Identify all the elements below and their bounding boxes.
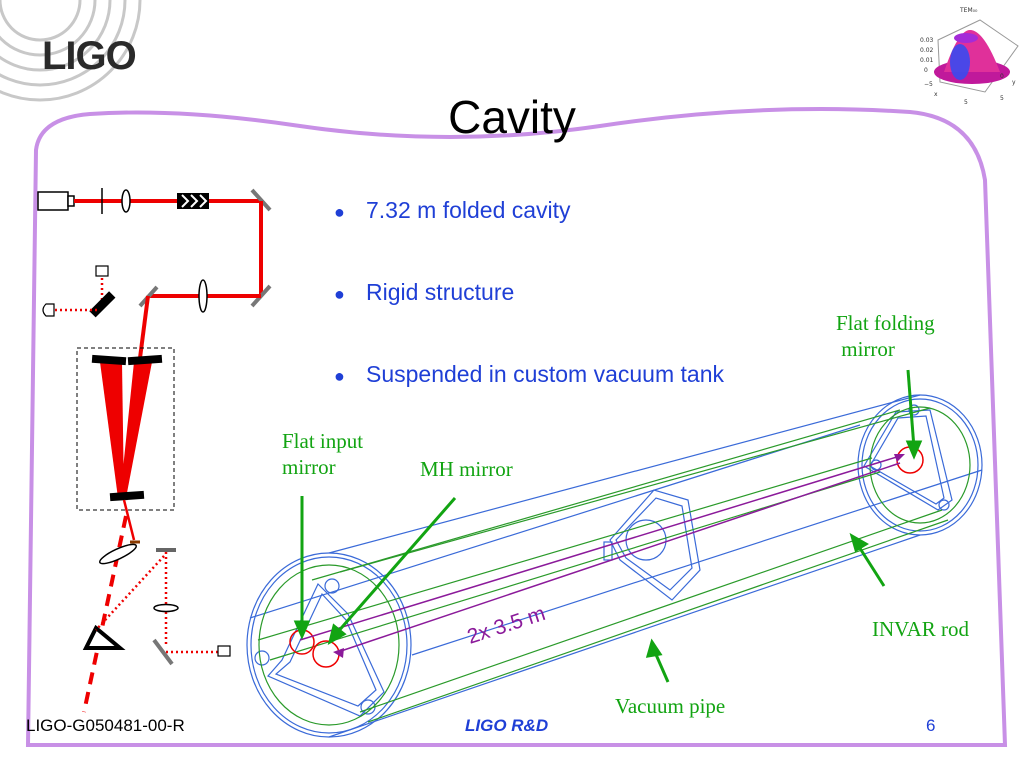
bullet-dot-icon: ●: [334, 284, 345, 304]
svg-text:0: 0: [924, 67, 928, 74]
label-flat-folding-mirror: Flat folding mirror: [836, 311, 935, 361]
label-invar-rod: INVAR rod: [872, 617, 970, 641]
label-vacuum-pipe: Vacuum pipe: [615, 694, 726, 718]
ligo-logo: LIGO: [42, 34, 137, 78]
svg-text:0.03: 0.03: [920, 37, 934, 44]
svg-text:5: 5: [1000, 95, 1004, 102]
optical-schematic: [37, 188, 272, 713]
cavity-length-label: 2x 3.5 m: [464, 602, 548, 649]
label-mh-mirror: MH mirror: [420, 457, 513, 481]
bullet-dot-icon: ●: [334, 202, 345, 222]
bullet-dot-icon: ●: [334, 366, 345, 386]
footer-center-text: LIGO R&D: [465, 716, 549, 735]
svg-text:0.01: 0.01: [920, 57, 934, 64]
tem00-plot-thumbnail: TEM₀₀ 0.03 0.02 0.01 0 −5 0 y x 5 5: [920, 7, 1019, 106]
page-title: Cavity: [448, 91, 576, 143]
vacuum-tank-drawing: [246, 394, 983, 738]
svg-text:5: 5: [964, 99, 968, 106]
ligo-ring-decoration: [0, 0, 142, 102]
annotation-arrows: [293, 369, 923, 683]
svg-text:0.02: 0.02: [920, 47, 934, 54]
svg-text:TEM₀₀: TEM₀₀: [959, 7, 978, 14]
svg-text:0: 0: [1000, 73, 1004, 80]
svg-text:y: y: [1012, 79, 1016, 86]
svg-text:−5: −5: [924, 81, 933, 88]
document-number: LIGO-G050481-00-R: [26, 716, 185, 735]
slide-number: 6: [926, 716, 936, 735]
slide-frame: [25, 107, 1008, 747]
svg-text:x: x: [934, 91, 938, 98]
bullet-item: ●Rigid structure: [334, 279, 515, 305]
bullet-item: ●Suspended in custom vacuum tank: [334, 361, 724, 387]
bullet-item: ●7.32 m folded cavity: [334, 197, 571, 223]
